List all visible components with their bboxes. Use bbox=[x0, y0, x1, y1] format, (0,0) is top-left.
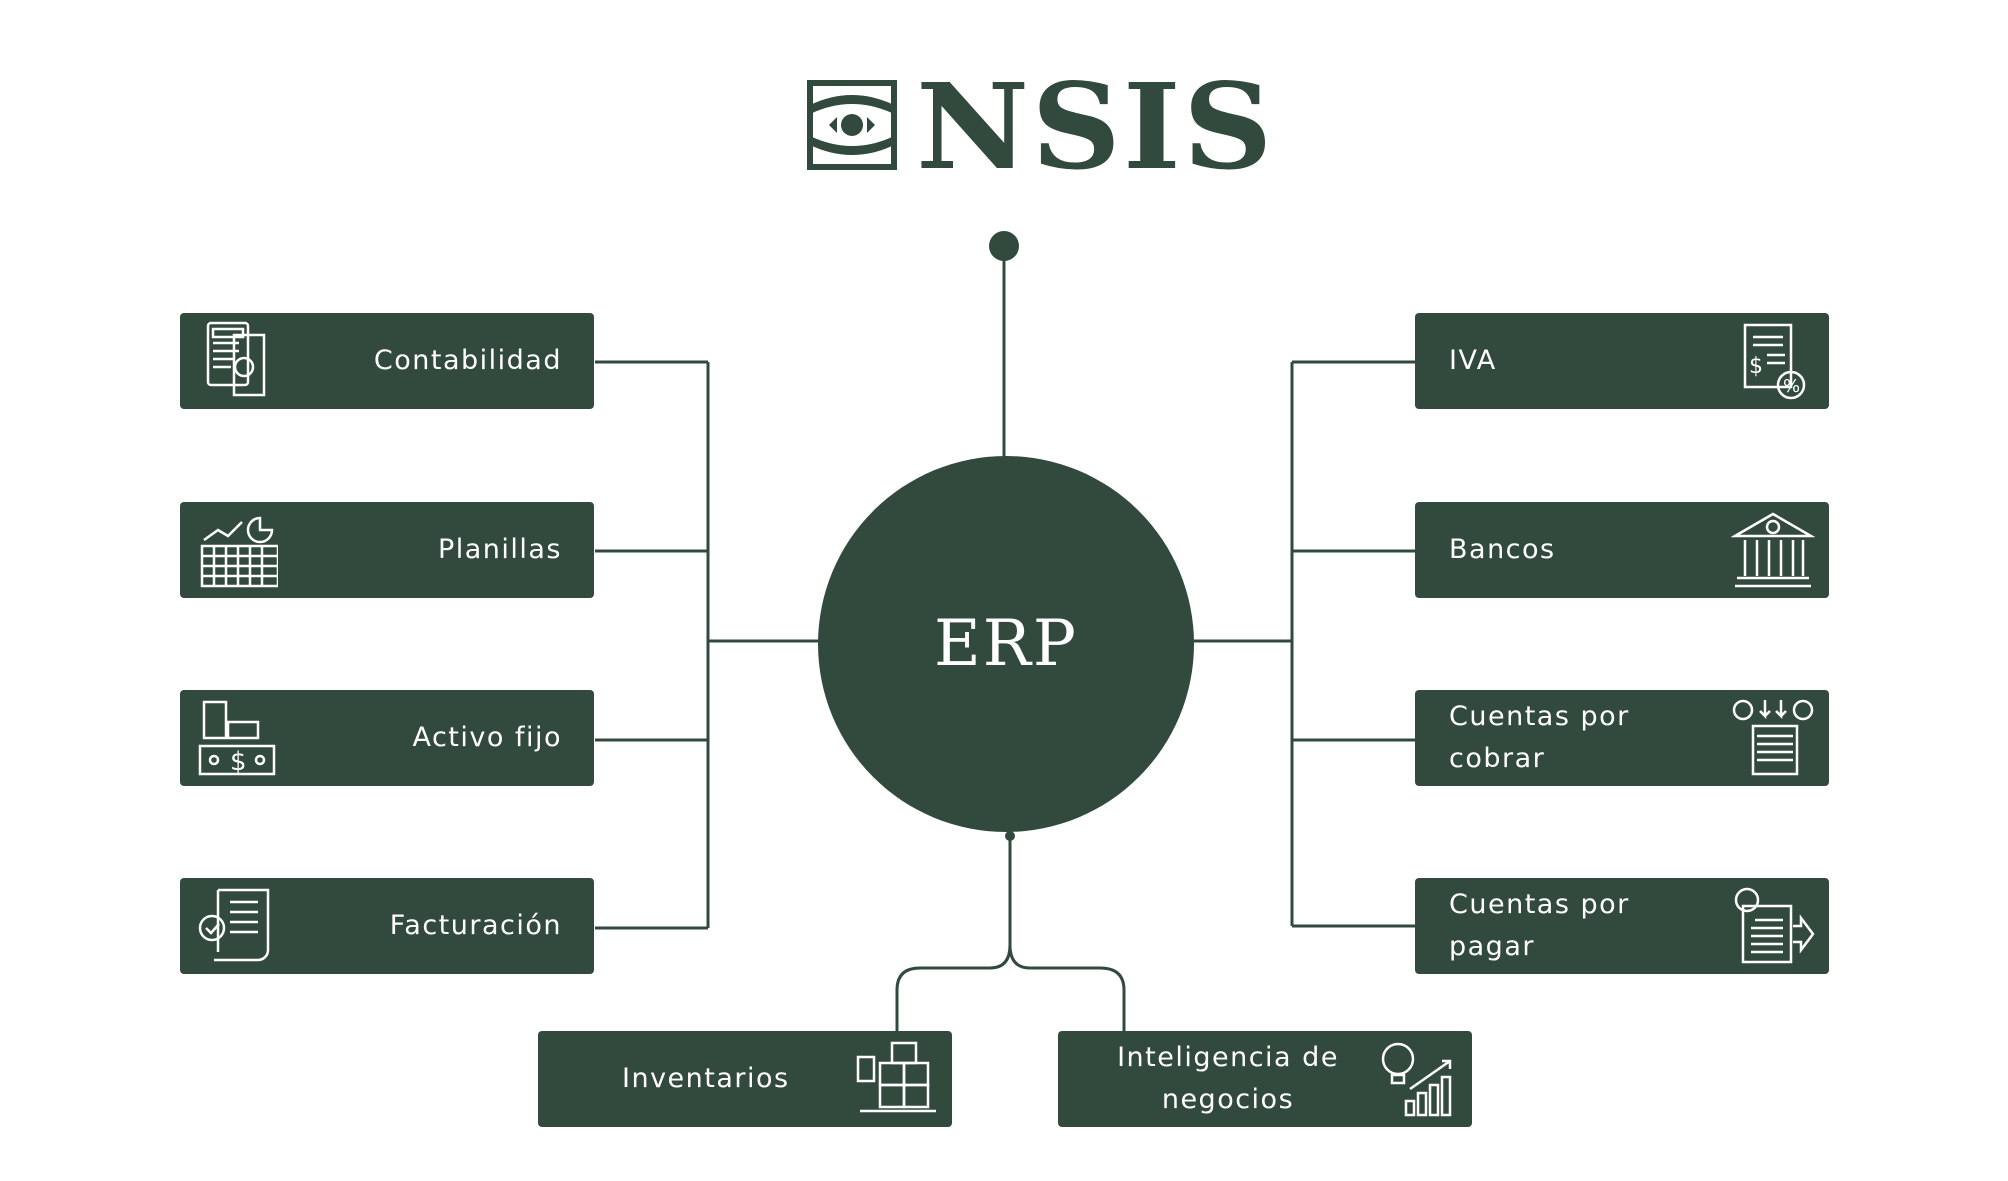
erp-center-node: ERP bbox=[818, 456, 1194, 832]
assets-icon: $ bbox=[198, 700, 276, 777]
module-facturacion[interactable]: Facturación bbox=[180, 878, 594, 974]
module-activo-fijo[interactable]: $ Activo fijo bbox=[180, 690, 594, 786]
module-label: Inventarios bbox=[622, 1063, 790, 1094]
spreadsheet-chart-icon bbox=[200, 516, 278, 588]
module-planillas[interactable]: Planillas bbox=[180, 502, 594, 598]
bank-icon bbox=[1731, 512, 1815, 588]
tax-document-icon: $% bbox=[1743, 323, 1806, 400]
svg-text:$: $ bbox=[230, 747, 247, 777]
logo-text: NSIS bbox=[916, 57, 1275, 196]
module-bancos[interactable]: Bancos bbox=[1415, 502, 1829, 598]
calculator-icon bbox=[206, 321, 266, 397]
eye-icon bbox=[807, 80, 897, 170]
module-label: Planillas bbox=[437, 534, 562, 565]
erp-label: ERP bbox=[934, 607, 1078, 681]
module-iva[interactable]: $% IVA bbox=[1415, 313, 1829, 409]
module-label: Cuentas por pagar bbox=[1449, 889, 1630, 962]
module-label: Inteligencia de negocios bbox=[1117, 1042, 1339, 1115]
module-cuentas-por-pagar[interactable]: Cuentas por pagar bbox=[1415, 878, 1829, 974]
bulb-growth-icon bbox=[1381, 1042, 1452, 1117]
module-label: Facturación bbox=[389, 910, 562, 941]
wallet-income-icon bbox=[1732, 699, 1814, 776]
module-contabilidad[interactable]: Contabilidad bbox=[180, 313, 594, 409]
module-label: IVA bbox=[1449, 345, 1497, 376]
boxes-icon bbox=[856, 1041, 936, 1113]
module-inteligencia-de-negocios[interactable]: Inteligencia de negocios bbox=[1058, 1031, 1472, 1127]
module-inventarios[interactable]: Inventarios bbox=[538, 1031, 952, 1127]
invoice-icon bbox=[198, 888, 270, 962]
module-label: Contabilidad bbox=[373, 345, 562, 376]
svg-text:%: % bbox=[1783, 376, 1800, 397]
bill-payment-icon bbox=[1734, 887, 1815, 964]
svg-text:$: $ bbox=[1749, 354, 1763, 379]
module-label: Bancos bbox=[1449, 534, 1556, 565]
module-label: Cuentas por cobrar bbox=[1449, 701, 1630, 774]
module-cuentas-por-cobrar[interactable]: Cuentas por cobrar bbox=[1415, 690, 1829, 786]
module-label: Activo fijo bbox=[412, 722, 562, 753]
